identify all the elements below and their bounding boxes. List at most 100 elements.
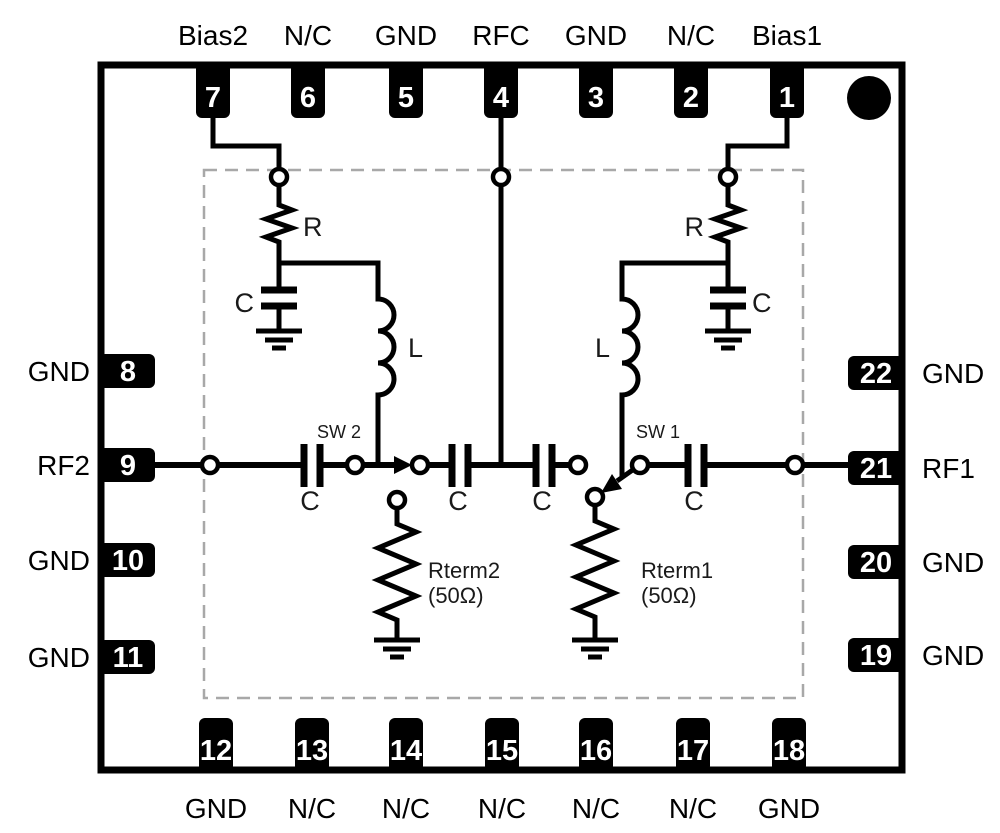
sw2-label: SW 2 [317,422,361,442]
right-pins: 22 GND 21 RF1 20 GND 19 GND [848,356,984,672]
pin-2-tab [674,63,708,118]
sw2-through-contact [409,454,431,476]
bias2-inductor-label: L [408,333,423,363]
pin-14-label: N/C [382,793,430,824]
sw1-pole-node [629,454,651,476]
pin-12: 12 GND [185,718,247,824]
left-pins: 8 GND 9 RF2 10 GND 11 GND [28,354,155,674]
pin-3-tab [579,63,613,118]
top-pins: 7 Bias2 6 N/C 5 GND 4 RFC 3 GND 2 N/C [178,20,822,118]
rterm1-value-label: (50Ω) [641,583,697,608]
pin-10-label: GND [28,545,90,576]
center-left-series-cap [448,444,472,487]
pin-10: 10 GND [28,543,155,577]
pin-6: 6 N/C [284,20,332,118]
pin-7-tab [196,63,230,118]
sw1-through-contact [567,454,589,476]
pin-21-label: RF1 [922,453,975,484]
pin-7-label: Bias2 [178,20,248,51]
circuit-wires [155,115,848,660]
rterm1-contact [584,486,606,508]
bias1-feed-wire [725,115,790,169]
bias2-resistor-label: R [303,212,323,242]
bias1-inductor-label: L [595,333,610,363]
pin-1-label: Bias1 [752,20,822,51]
pin-6-number: 6 [300,82,316,114]
pin-19-tab [848,638,904,672]
pin-21: 21 RF1 [848,451,975,485]
bias2-boundary-node [268,166,290,188]
rterm1-name-label: Rterm1 [641,558,713,583]
pin-3: 3 GND [565,20,627,118]
pin1-marker-dot [847,76,891,120]
rterm2-name-label: Rterm2 [428,558,500,583]
pin-20: 20 GND [848,545,984,579]
pin-2-number: 2 [683,82,699,114]
pin-7-number: 7 [205,82,221,114]
pin-10-tab [99,543,155,577]
pin-5: 5 GND [375,20,437,118]
bias2-feed-wire [210,115,282,169]
rf2-boundary-node [199,454,221,476]
bias2-inductor [279,260,397,465]
center-left-series-cap-label: C [448,486,468,516]
bias2-resistor [258,185,300,288]
sw2-pole-node [344,454,366,476]
pin-12-label: GND [185,793,247,824]
pin-16-tab [579,718,613,772]
pin-19: 19 GND [848,638,984,672]
pin-17-label: N/C [669,793,717,824]
pin-18: 18 GND [758,718,820,824]
pin-4: 4 RFC [472,20,530,118]
pin-16-label: N/C [572,793,620,824]
pin-22: 22 GND [848,356,984,390]
pin-7: 7 Bias2 [178,20,248,118]
pin-14-number: 14 [390,735,422,767]
bias1-resistor [707,185,749,288]
bias2-capacitor-label: C [235,288,255,318]
pin-8-label: GND [28,356,90,387]
pin-9-label: RF2 [37,450,90,481]
node-circles [199,166,806,511]
pin-19-number: 19 [860,640,892,672]
pin-5-number: 5 [398,82,414,114]
rterm2-resistor [371,508,423,638]
rterm2-value-label: (50Ω) [428,583,484,608]
rf1-series-cap-label: C [684,486,704,516]
sw1-arm [615,466,636,484]
center-right-series-cap [532,444,556,487]
pin-8: 8 GND [28,354,155,388]
bottom-pins: 12 GND 13 N/C 14 N/C 15 N/C 16 N/C 17 N/… [185,718,820,824]
rf2-series-cap-label: C [300,486,320,516]
bias1-capacitor [710,286,746,310]
pin-11-label: GND [28,642,90,673]
pin-18-tab [772,718,806,772]
rf2-series-cap [300,444,324,487]
pin-21-tab [848,451,904,485]
sw1-label: SW 1 [636,422,680,442]
pin-4-number: 4 [493,82,509,114]
pin-20-number: 20 [860,547,892,579]
pin-1-number: 1 [779,82,795,114]
rterm2-ground-icon [374,637,420,660]
pin-13-tab [295,718,329,772]
pin-13-number: 13 [296,735,328,767]
pin-14-tab [389,718,423,772]
bias1-boundary-node [717,166,739,188]
pin-2: 2 N/C [667,20,715,118]
pin-12-tab [199,718,233,772]
pin-13: 13 N/C [288,718,336,824]
rf1-series-cap [684,444,708,487]
pin-18-label: GND [758,793,820,824]
rterm2-contact [386,489,408,511]
rterm1-ground-icon [572,637,618,660]
pin-15: 15 N/C [478,718,526,824]
sw2-arrowhead [394,456,412,474]
pin-11: 11 GND [28,640,155,674]
bias1-resistor-label: R [685,212,705,242]
pin-11-number: 11 [113,642,144,674]
pin-20-label: GND [922,547,984,578]
pin-12-number: 12 [200,735,232,767]
